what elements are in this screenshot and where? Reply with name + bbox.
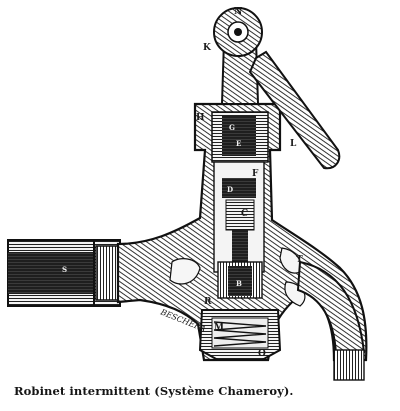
label-h: H: [196, 113, 205, 123]
inlet-pipe: [7, 239, 121, 307]
label-c: C: [241, 209, 248, 219]
label-e: E: [236, 139, 241, 148]
label-k: K: [203, 43, 212, 53]
figure-caption: Robinet intermittent (Système Chameroy).: [14, 384, 294, 398]
label-m: M: [214, 323, 224, 333]
label-s: S: [62, 265, 67, 274]
label-t: T: [296, 255, 303, 265]
label-r: R: [204, 297, 212, 307]
valve-body: [116, 102, 368, 362]
label-l: L: [290, 139, 297, 149]
outlet-spout: [296, 260, 366, 381]
label-f: F: [252, 169, 259, 179]
label-o: O: [258, 349, 266, 359]
label-n: N: [234, 7, 242, 17]
label-g: G: [229, 123, 235, 132]
crank-head: [213, 7, 263, 57]
label-b: B: [236, 279, 242, 288]
label-d: D: [227, 185, 233, 194]
lever-handle: [248, 50, 341, 170]
